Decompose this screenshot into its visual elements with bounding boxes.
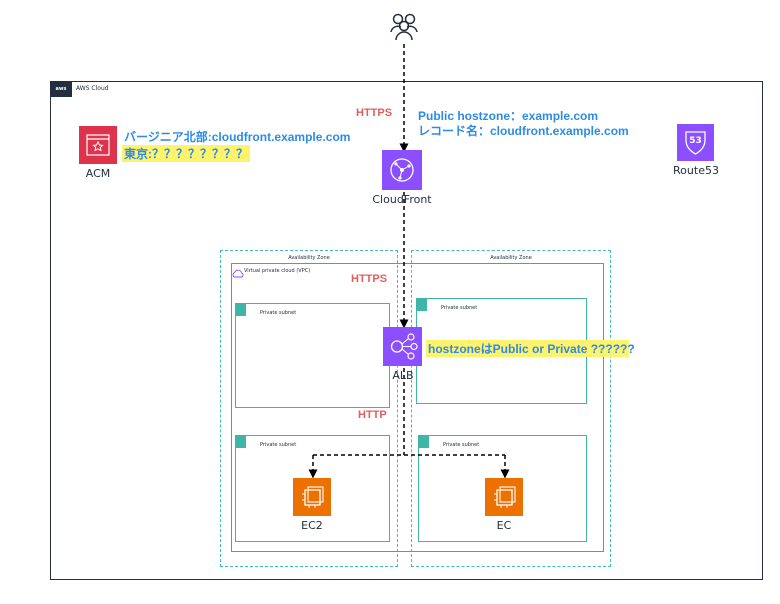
aws-logo: aws <box>50 81 72 97</box>
route53-badge: 53 <box>689 136 702 146</box>
ec2-right-label: EC <box>496 519 512 532</box>
subnet-label: Private subnet <box>443 442 480 448</box>
cloudfront-icon <box>382 150 422 190</box>
subnet-label: Private subnet <box>441 305 478 311</box>
alb-hostzone-question: hostzoneはPublic or Private ?????? <box>426 340 635 357</box>
alb-icon <box>383 327 422 366</box>
subnet-label: Private subnet <box>260 442 297 448</box>
vpc-label: Virtual private cloud (VPC) <box>244 268 311 274</box>
lock-icon <box>235 435 246 448</box>
ec2-icon-right <box>485 478 523 516</box>
hostzone-note: Public hostzone：example.com <box>418 109 599 123</box>
lock-icon <box>235 303 246 316</box>
vpc-icon <box>232 264 244 278</box>
aws-cloud-group <box>50 81 763 580</box>
cloudfront-label: CloudFront <box>372 193 432 206</box>
acm-label: ACM <box>85 167 111 180</box>
lock-icon <box>416 298 427 311</box>
route53-label: Route53 <box>673 164 719 177</box>
record-name-note: レコード名：cloudfront.example.com <box>418 124 629 138</box>
lock-icon <box>418 435 429 448</box>
availability-zone-left <box>220 250 398 567</box>
private-subnet-top-left <box>235 303 390 408</box>
cert-note-virginia: バージニア北部:cloudfront.example.com <box>124 130 351 144</box>
ec2-icon-left <box>293 478 331 516</box>
availability-zone-right-label: Availability Zone <box>490 255 532 261</box>
alb-label: ALB <box>392 369 414 382</box>
subnet-label: Private subnet <box>260 310 297 316</box>
route53-icon: 53 <box>677 124 714 161</box>
ec2-left-label: EC2 <box>301 519 323 532</box>
acm-icon <box>79 126 117 164</box>
protocol-https-middle: HTTPS <box>351 273 388 285</box>
cert-note-tokyo: 東京:？？？？？？？？ <box>122 145 250 162</box>
availability-zone-right <box>411 250 611 567</box>
vpc-group <box>231 263 604 552</box>
users-icon <box>388 10 420 42</box>
protocol-http-bottom: HTTP <box>358 409 387 421</box>
aws-cloud-label: AWS Cloud <box>76 85 109 92</box>
availability-zone-left-label: Availability Zone <box>288 255 330 261</box>
protocol-https-top: HTTPS <box>356 107 393 119</box>
